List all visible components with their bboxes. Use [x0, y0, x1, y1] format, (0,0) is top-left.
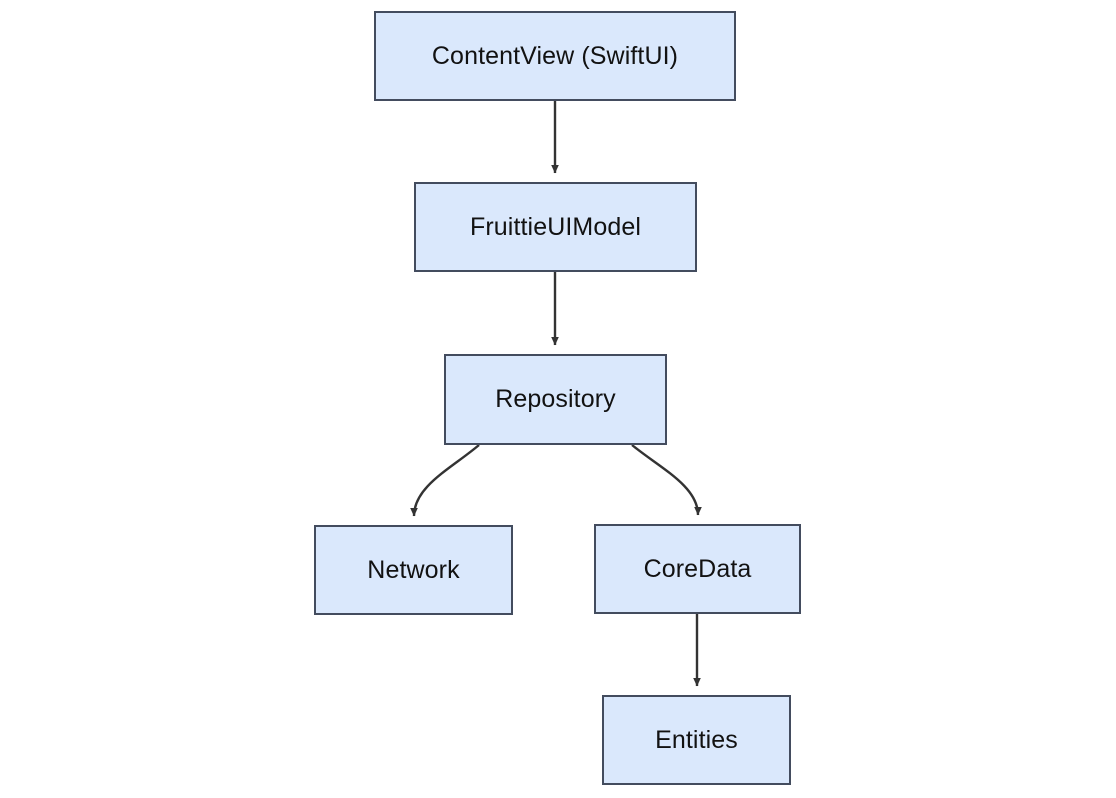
node-network[interactable]: Network: [314, 525, 513, 615]
node-contentview[interactable]: ContentView (SwiftUI): [374, 11, 736, 101]
node-coredata-label: CoreData: [643, 554, 752, 583]
node-contentview-label: ContentView (SwiftUI): [431, 41, 679, 70]
node-fruittieuimodel[interactable]: FruittieUIModel: [414, 182, 697, 272]
node-network-label: Network: [367, 555, 460, 584]
node-repository-label: Repository: [495, 385, 616, 413]
node-entities[interactable]: Entities: [602, 695, 791, 785]
node-repository[interactable]: Repository: [444, 354, 667, 445]
node-entities-label: Entities: [655, 725, 738, 754]
edge-repository-to-network: [410, 444, 480, 517]
node-fruittieuimodel-label: FruittieUIModel: [470, 212, 641, 241]
node-coredata[interactable]: CoreData: [594, 524, 801, 614]
edge-repository-to-coredata: [631, 444, 702, 516]
